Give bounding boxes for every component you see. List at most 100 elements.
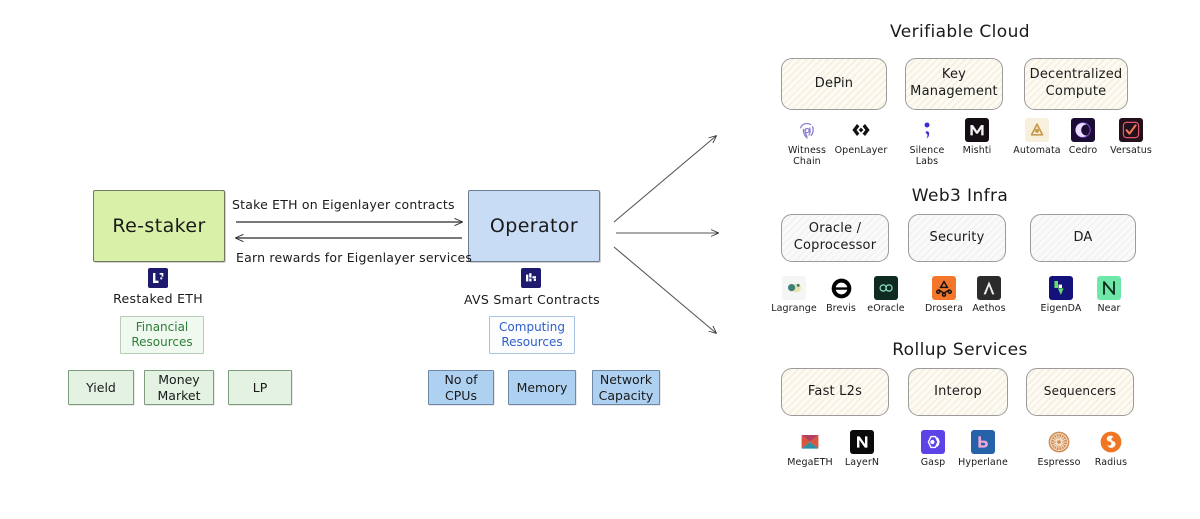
- vendor-gasp[interactable]: Gasp: [902, 430, 964, 469]
- category-decentralized-compute-label: Decentralized Compute: [1029, 67, 1123, 99]
- vendor-automata[interactable]: Automata: [1006, 118, 1068, 157]
- computing-resources-box[interactable]: Computing Resources: [489, 316, 575, 354]
- leaf-lp[interactable]: LP: [228, 370, 292, 405]
- category-oracle-coprocessor[interactable]: Oracle / Coprocessor: [781, 214, 889, 262]
- vendor-name: EigenDA: [1040, 303, 1082, 314]
- restaker-label: Re-staker: [112, 215, 206, 237]
- vendor-eoracle[interactable]: eOracle: [855, 276, 917, 315]
- eigenlayer-avs-logo-icon: [521, 268, 541, 288]
- vendor-name: Silence Labs: [909, 145, 945, 167]
- vendor-megaeth[interactable]: MegaETH: [779, 430, 841, 469]
- vendor-brevis[interactable]: Brevis: [810, 276, 872, 315]
- vendor-hyperlane[interactable]: Hyperlane: [952, 430, 1014, 469]
- vendor-name: OpenLayer: [834, 145, 888, 156]
- vendor-name: Gasp: [920, 457, 946, 468]
- letter-m-icon: [965, 118, 989, 142]
- radius-swirl-icon: [1099, 430, 1123, 454]
- leaf-yield[interactable]: Yield: [68, 370, 134, 405]
- category-key-management[interactable]: Key Management: [905, 58, 1003, 110]
- category-fast-l2s-label: Fast L2s: [807, 383, 863, 399]
- megaeth-butterfly-icon: [798, 430, 822, 454]
- vendor-eigenda[interactable]: EigenDA: [1030, 276, 1092, 315]
- restaked-eth-label: Restaked ETH: [113, 291, 203, 306]
- vendor-cedro[interactable]: Cedro: [1052, 118, 1114, 157]
- eigenlayer-logo-icon: [148, 268, 168, 288]
- category-oracle-coprocessor-label: Oracle / Coprocessor: [793, 221, 877, 253]
- vendor-lagrange[interactable]: Lagrange: [763, 276, 825, 315]
- recycle-triangle-icon: [932, 276, 956, 300]
- category-security[interactable]: Security: [908, 214, 1006, 262]
- leaf-memory[interactable]: Memory: [508, 370, 576, 405]
- leaf-network-capacity[interactable]: Network Capacity: [592, 370, 660, 405]
- category-fast-l2s[interactable]: Fast L2s: [781, 368, 889, 416]
- vendor-name: Mishti: [962, 145, 992, 156]
- vendor-openlayer[interactable]: OpenLayer: [830, 118, 892, 157]
- vendor-name: Hyperlane: [958, 457, 1008, 468]
- arrow-to-rollup-services: [613, 246, 716, 333]
- vendor-name: Drosera: [924, 303, 964, 314]
- vendor-name: Lagrange: [771, 303, 817, 314]
- vendor-name: Cedro: [1068, 145, 1098, 156]
- vendor-name: Espresso: [1037, 457, 1081, 468]
- vendor-versatus[interactable]: Versatus: [1100, 118, 1162, 157]
- brevis-circle-icon: [829, 276, 853, 300]
- avs-smart-contracts-label: AVS Smart Contracts: [464, 292, 600, 307]
- group-title-rollup-services: Rollup Services: [892, 340, 1028, 360]
- fingerprint-icon: [795, 118, 819, 142]
- arrow-stake-label: Stake ETH on Eigenlayer contracts: [232, 197, 455, 212]
- automata-triangle-icon: [1025, 118, 1049, 142]
- category-da-label: DA: [1073, 229, 1093, 245]
- category-decentralized-compute[interactable]: Decentralized Compute: [1024, 58, 1128, 110]
- vendor-name: Versatus: [1110, 145, 1152, 156]
- group-title-verifiable-cloud: Verifiable Cloud: [890, 22, 1030, 42]
- vendor-espresso[interactable]: Espresso: [1028, 430, 1090, 469]
- vendor-name: Witness Chain: [787, 145, 826, 167]
- vendor-mishti[interactable]: Mishti: [946, 118, 1008, 157]
- vendor-aethos[interactable]: Aethos: [958, 276, 1020, 315]
- category-da[interactable]: DA: [1030, 214, 1136, 262]
- vendor-radius[interactable]: Radius: [1080, 430, 1142, 469]
- vendor-name: Brevis: [826, 303, 856, 314]
- infinity-icon: [874, 276, 898, 300]
- letter-n-icon: [850, 430, 874, 454]
- category-sequencers[interactable]: Sequencers: [1026, 368, 1134, 416]
- category-key-management-label: Key Management: [910, 67, 998, 99]
- category-interop[interactable]: Interop: [908, 368, 1008, 416]
- gasp-hexagon-icon: [921, 430, 945, 454]
- vendor-drosera[interactable]: Drosera: [913, 276, 975, 315]
- vendor-layern[interactable]: LayerN: [831, 430, 893, 469]
- leaf-money-market[interactable]: Money Market: [144, 370, 214, 405]
- versatus-check-icon: [1119, 118, 1143, 142]
- vendor-witness-chain[interactable]: Witness Chain: [776, 118, 838, 168]
- category-interop-label: Interop: [934, 383, 982, 399]
- espresso-sun-icon: [1047, 430, 1071, 454]
- operator-box[interactable]: Operator: [468, 190, 600, 262]
- category-sequencers-label: Sequencers: [1043, 384, 1117, 399]
- code-brackets-icon: [849, 118, 873, 142]
- vendor-near[interactable]: Near: [1078, 276, 1140, 315]
- vendor-name: Automata: [1013, 145, 1061, 156]
- vendor-name: LayerN: [844, 457, 880, 468]
- crescent-moon-icon: [1071, 118, 1095, 142]
- category-depin[interactable]: DePin: [781, 58, 887, 110]
- semicolon-icon: [915, 118, 939, 142]
- vendor-name: eOracle: [867, 303, 905, 314]
- arrow-to-verifiable-cloud: [613, 136, 716, 223]
- group-title-web3-infra: Web3 Infra: [911, 186, 1009, 206]
- financial-resources-box[interactable]: Financial Resources: [120, 316, 204, 354]
- leaf-no-of-cpus[interactable]: No of CPUs: [428, 370, 494, 405]
- vendor-name: Radius: [1094, 457, 1128, 468]
- category-depin-label: DePin: [814, 75, 854, 91]
- eigenda-logo-icon: [1049, 276, 1073, 300]
- vendor-silence-labs[interactable]: Silence Labs: [896, 118, 958, 168]
- restaker-box[interactable]: Re-staker: [93, 190, 225, 262]
- category-security-label: Security: [929, 229, 985, 245]
- arrow-rewards-label: Earn rewards for Eigenlayer services: [236, 250, 473, 265]
- near-logo-icon: [1097, 276, 1121, 300]
- vendor-name: Near: [1097, 303, 1121, 314]
- operator-label: Operator: [489, 215, 579, 237]
- vendor-name: MegaETH: [787, 457, 833, 468]
- lagrange-orb-icon: [782, 276, 806, 300]
